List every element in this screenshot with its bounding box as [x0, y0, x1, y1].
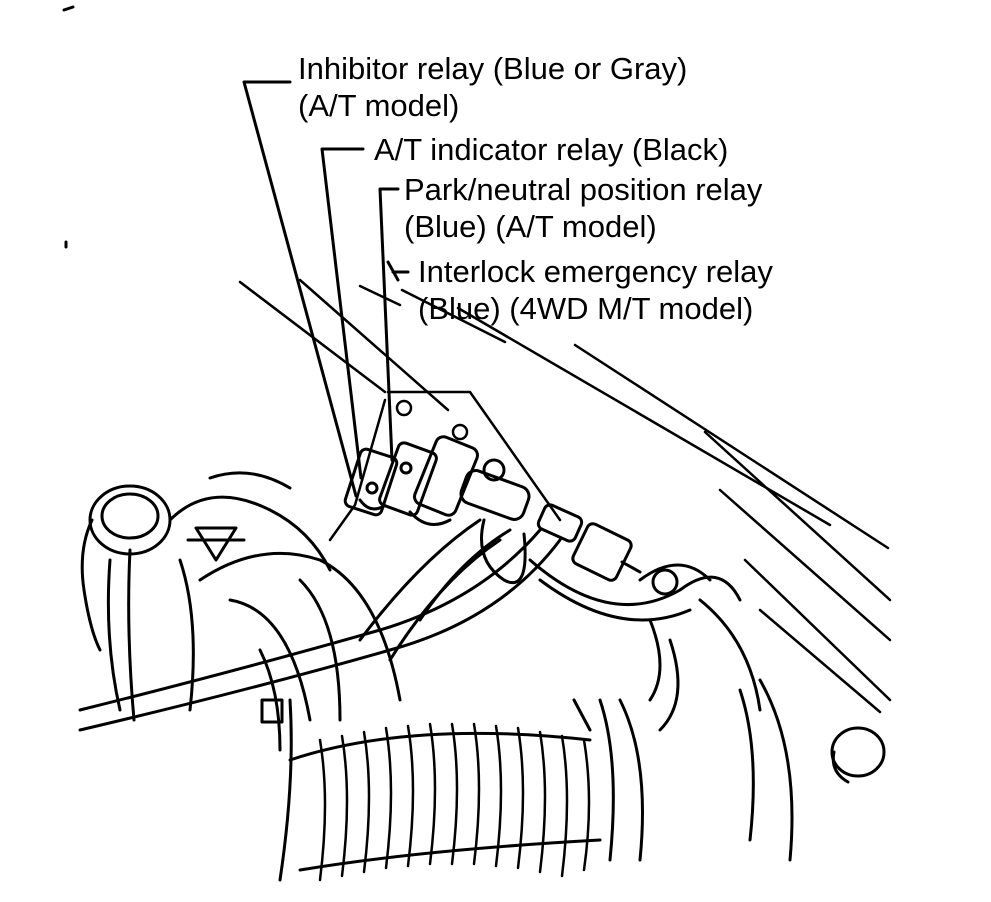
interlock-emergency-relay-label-line2: (Blue) (4WD M/T model)	[418, 291, 754, 326]
pressure-switch-fitting	[459, 458, 642, 585]
air-duct-bellows	[260, 698, 644, 882]
leader-lines	[242, 80, 410, 498]
booster-body	[198, 551, 402, 752]
hoses	[78, 518, 762, 732]
at-indicator-relay-label: A/T indicator relay (Black)	[374, 131, 728, 168]
reservoir-cap	[80, 471, 332, 722]
park-neutral-relay-label-line1: Park/neutral position relay	[404, 172, 763, 207]
interlock-emergency-relay-label: Interlock emergency relay (Blue) (4WD M/…	[418, 253, 773, 327]
right-side-parts	[638, 563, 886, 862]
interlock-emergency-relay-label-line1: Interlock emergency relay	[418, 254, 773, 289]
inhibitor-relay-label-line2: (A/T model)	[298, 88, 460, 123]
hose-clamp-fitting	[186, 526, 246, 562]
inhibitor-relay-label-line1: Inhibitor relay (Blue or Gray)	[298, 51, 688, 86]
relay-cluster	[343, 435, 479, 526]
inhibitor-relay-label: Inhibitor relay (Blue or Gray) (A/T mode…	[298, 50, 687, 124]
leader-at-indicator-relay	[320, 147, 365, 480]
scan-specks	[62, 5, 75, 249]
at-indicator-relay-label-line1: A/T indicator relay (Black)	[374, 132, 729, 167]
leader-inhibitor-relay	[242, 80, 358, 498]
leader-park-neutral-relay	[378, 187, 400, 462]
park-neutral-relay-label-line2: (Blue) (A/T model)	[404, 209, 657, 244]
park-neutral-relay-label: Park/neutral position relay (Blue) (A/T …	[404, 171, 762, 245]
firewall-panel	[238, 278, 892, 714]
